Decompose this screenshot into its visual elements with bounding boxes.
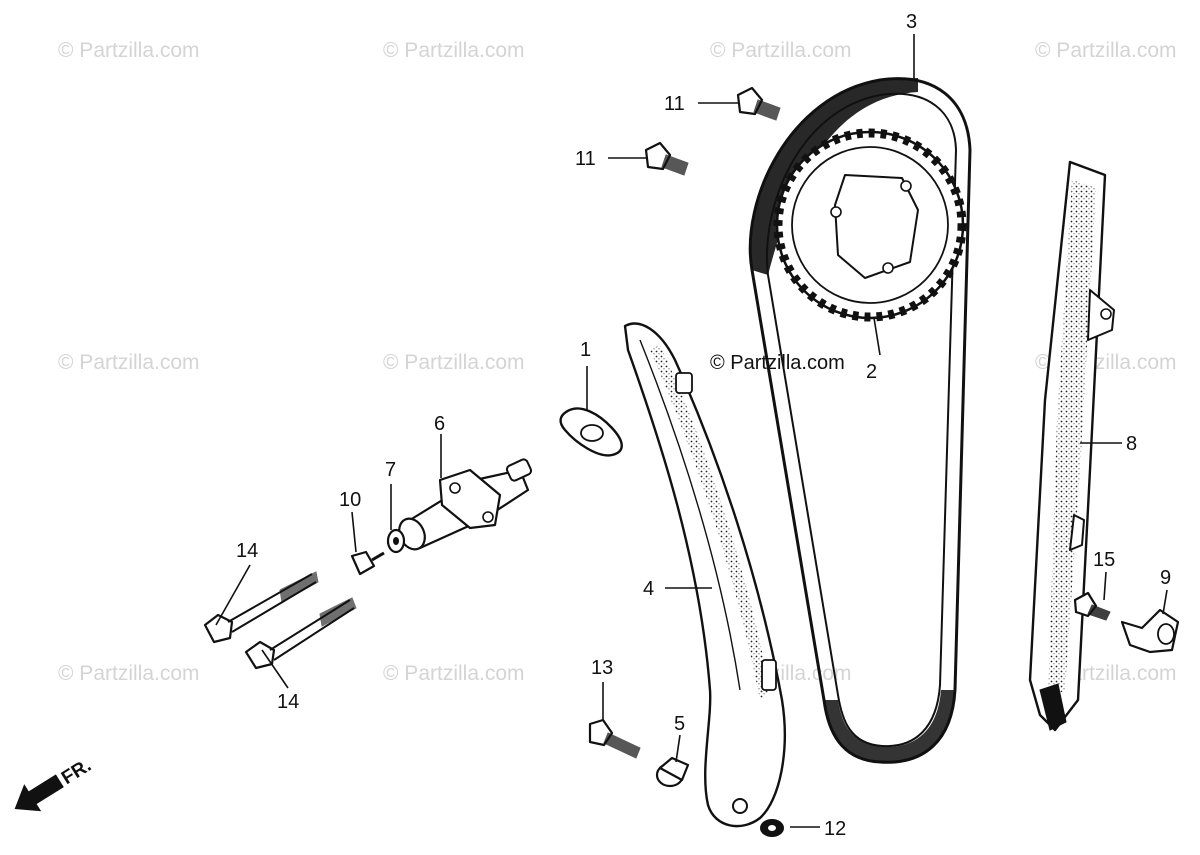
tensioner-gasket[interactable] (559, 407, 623, 457)
pivot-washer[interactable] (760, 819, 784, 837)
cam-sprocket[interactable] (773, 128, 967, 322)
callout-15: 15 (1093, 549, 1115, 571)
sealing-bolt[interactable] (350, 550, 385, 576)
tensioner-bolt-upper[interactable] (203, 571, 319, 644)
cam-chain[interactable] (748, 77, 972, 764)
watermark: © Partzilla.com (710, 39, 852, 62)
front-direction-arrow: FR. (14, 755, 95, 812)
watermark: © Partzilla.com (58, 351, 200, 374)
callout-10: 10 (339, 489, 361, 511)
callout-1: 1 (580, 339, 591, 361)
callout-12: 12 (824, 818, 846, 840)
cable-clamp[interactable] (1120, 608, 1180, 654)
tensioner-bolt-lower[interactable] (244, 597, 357, 670)
callout-11-lower: 11 (575, 148, 596, 170)
watermark: © Partzilla.com (383, 351, 525, 374)
leader-lines (215, 34, 1168, 828)
sprocket-bolt-lower[interactable] (644, 141, 689, 176)
callout-4: 4 (643, 578, 654, 600)
callout-9: 9 (1160, 567, 1171, 589)
callout-3: 3 (906, 11, 917, 33)
callout-2: 2 (866, 361, 877, 383)
pivot-collar[interactable] (655, 756, 690, 788)
callout-6: 6 (434, 413, 445, 435)
watermark: © Partzilla.com (58, 662, 200, 685)
watermark: © Partzilla.com (383, 39, 525, 62)
watermark: © Partzilla.com (58, 39, 200, 62)
guide-bolt[interactable] (1073, 591, 1111, 621)
callout-numbers: 3 2 11 11 1 6 7 10 14 14 4 13 5 12 8 15 … (236, 11, 1171, 840)
tensioner-slider[interactable] (623, 322, 786, 828)
watermark-grid: © Partzilla.com © Partzilla.com © Partzi… (58, 39, 1177, 685)
callout-11-upper: 11 (664, 93, 685, 115)
callout-5: 5 (674, 713, 685, 735)
callout-13: 13 (591, 657, 613, 679)
slider-pivot-bolt[interactable] (588, 718, 641, 759)
front-direction-label: FR. (58, 755, 95, 789)
callout-14-lower: 14 (277, 691, 299, 713)
watermark: © Partzilla.com (383, 662, 525, 685)
sealing-washer[interactable] (386, 528, 406, 554)
callout-7: 7 (385, 459, 396, 481)
sprocket-bolt-upper[interactable] (736, 86, 781, 121)
callout-14-upper: 14 (236, 540, 258, 562)
callout-8: 8 (1126, 433, 1137, 455)
watermark-center: © Partzilla.com (710, 352, 845, 374)
tensioner-lifter[interactable] (394, 458, 533, 553)
cam-chain-guide[interactable] (1028, 160, 1115, 732)
watermark: © Partzilla.com (1035, 39, 1177, 62)
